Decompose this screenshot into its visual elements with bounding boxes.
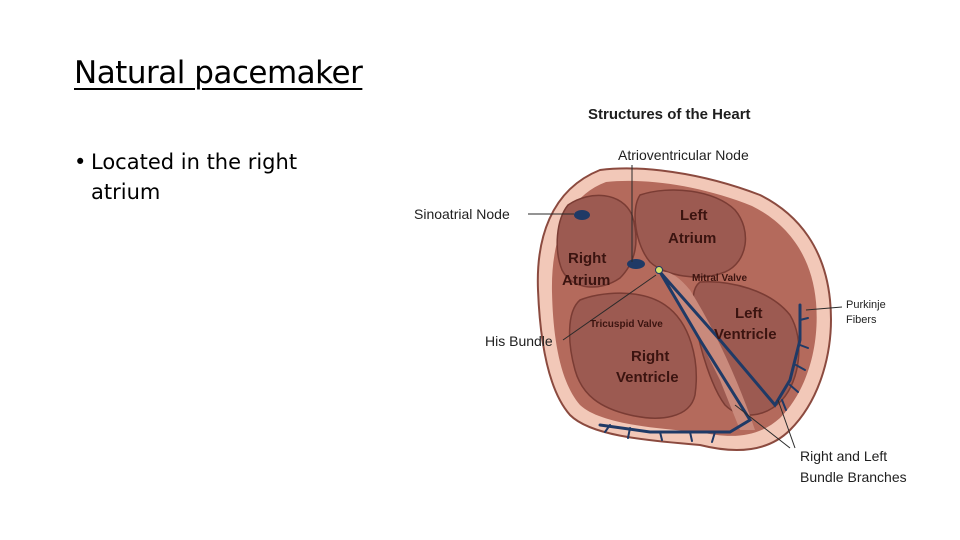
label-tricuspid-valve: Tricuspid Valve bbox=[590, 319, 663, 330]
label-purkinje-2: Fibers bbox=[846, 314, 877, 326]
label-bundle-branches-1: Right and Left bbox=[800, 448, 887, 464]
right-bundle-branch bbox=[598, 270, 753, 434]
diagram-title: Structures of the Heart bbox=[588, 106, 751, 123]
sinoatrial-node bbox=[574, 210, 590, 220]
label-left-ventricle-1: Left bbox=[735, 305, 763, 322]
conduction-system bbox=[598, 268, 809, 443]
label-left-ventricle-2: Ventricle bbox=[714, 326, 777, 343]
label-right-ventricle-2: Ventricle bbox=[616, 369, 679, 386]
label-purkinje-1: Purkinje bbox=[846, 299, 886, 311]
label-bundle-branches-2: Bundle Branches bbox=[800, 469, 907, 485]
purkinje-leader bbox=[805, 306, 843, 311]
his-bundle-leader bbox=[562, 274, 657, 341]
bullet-list: • Located in the right atrium bbox=[74, 147, 341, 207]
slide-title: Natural pacemaker bbox=[74, 55, 363, 91]
av-node-body bbox=[627, 259, 645, 269]
label-right-ventricle-1: Right bbox=[631, 348, 669, 365]
left-atrium-chamber bbox=[634, 189, 747, 278]
purkinje-fibers-left bbox=[781, 317, 809, 411]
label-right-atrium-1: Right bbox=[568, 250, 606, 267]
label-mitral-valve: Mitral Valve bbox=[692, 273, 747, 284]
label-his-bundle: His Bundle bbox=[485, 333, 553, 349]
label-av-node: Atrioventricular Node bbox=[618, 147, 749, 163]
label-sa-node: Sinoatrial Node bbox=[414, 206, 510, 222]
label-left-atrium-2: Atrium bbox=[668, 230, 716, 247]
bullet-icon: • bbox=[74, 150, 87, 174]
bundle-branches-leader-right bbox=[734, 404, 791, 449]
bullet-item: • Located in the right atrium bbox=[74, 147, 341, 207]
bullet-text: Located in the right atrium bbox=[91, 150, 298, 204]
label-right-atrium-2: Atrium bbox=[562, 272, 610, 289]
right-ventricle-chamber bbox=[568, 292, 697, 419]
left-bundle-branch bbox=[658, 270, 802, 408]
av-node-marker bbox=[655, 266, 663, 274]
leader-lines bbox=[528, 165, 843, 449]
purkinje-fibers-right bbox=[604, 424, 716, 443]
bundle-branches-leader-left bbox=[777, 399, 796, 449]
label-left-atrium-1: Left bbox=[680, 207, 708, 224]
